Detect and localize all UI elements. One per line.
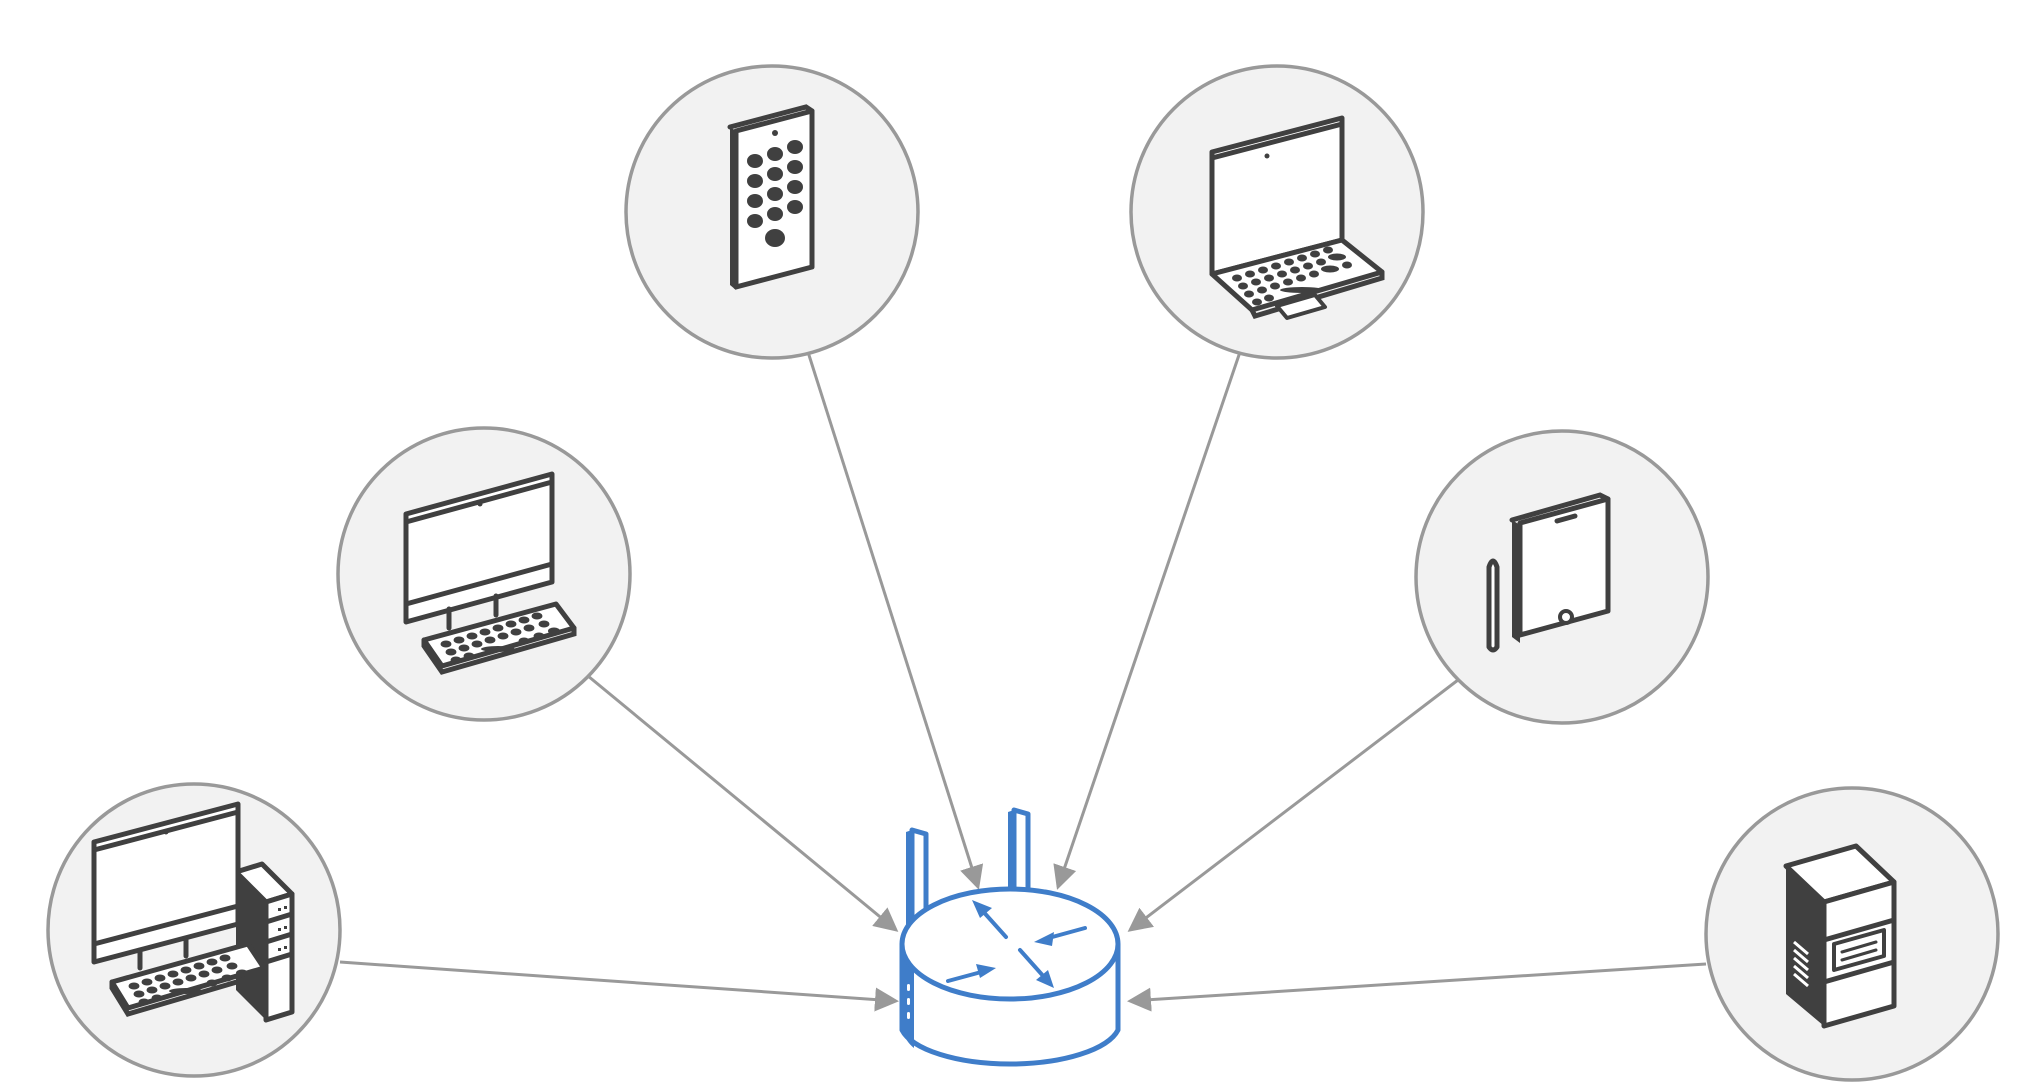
node-desktop-tower[interactable]: [46, 782, 342, 1078]
router-hub[interactable]: [899, 807, 1121, 1067]
edge-desktop-tower-to-router: [339, 960, 899, 1012]
edge-tablet-to-router: [1127, 678, 1459, 932]
node-nas[interactable]: [1704, 786, 2000, 1082]
node-remote[interactable]: [624, 64, 920, 360]
desktop-monitor-icon: [403, 471, 577, 675]
edge-laptop-to-router: [1053, 351, 1242, 890]
desktop-tower-icon: [91, 801, 295, 1023]
tablet-stylus-icon: [1486, 492, 1611, 653]
remote-control-icon: [727, 104, 815, 290]
edge-nas-to-router: [1127, 962, 1707, 1012]
wireless-router-icon: [899, 807, 1121, 1067]
storage-server-icon: [1783, 843, 1897, 1029]
node-tablet[interactable]: [1414, 429, 1710, 725]
edge-remote-to-router: [806, 351, 984, 890]
edge-all-in-one-to-router: [587, 674, 899, 932]
node-all-in-one[interactable]: [336, 426, 632, 722]
laptop-icon: [1209, 115, 1385, 320]
node-laptop[interactable]: [1129, 64, 1425, 360]
edges-group: [339, 351, 1707, 1012]
